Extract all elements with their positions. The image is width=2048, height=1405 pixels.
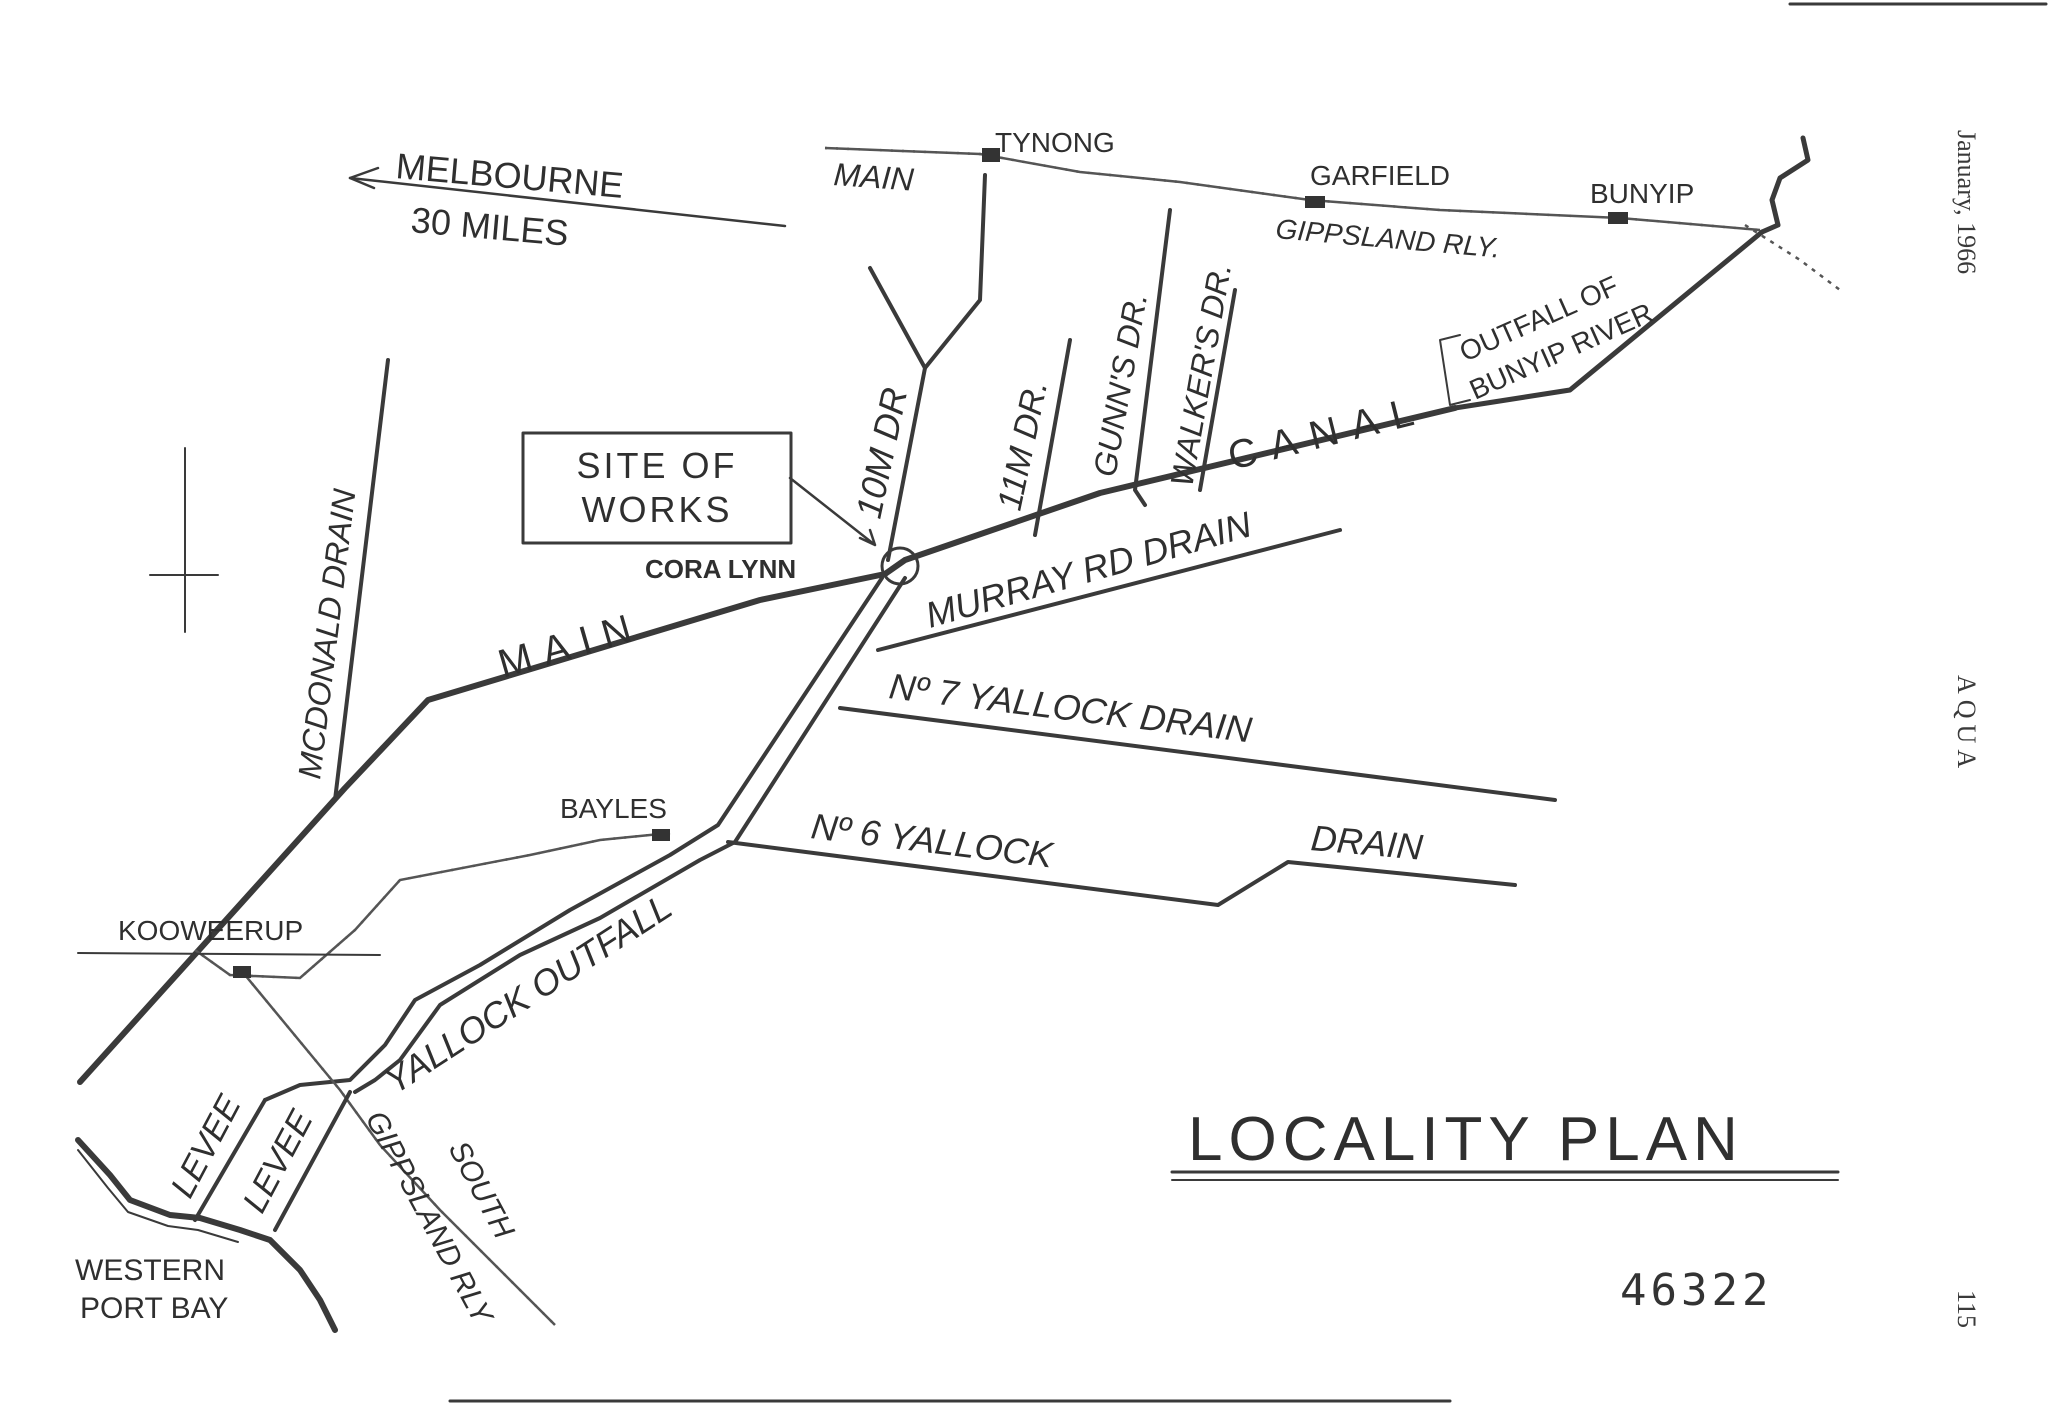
drawing-number: 46322 [1620,1265,1772,1316]
bayles-label: BAYLES [560,793,667,824]
levee-outer [193,1098,267,1222]
bunyip-station-marker [1608,212,1628,224]
no6-yallock-drain [726,840,1517,907]
western-port-line2: PORT BAY [80,1292,228,1325]
bunyip-outfall [1452,229,1765,411]
main-gippsland-railway [824,146,1841,291]
main-railway-label: MAIN [833,156,916,198]
ten-mile-drain-branch [868,266,927,370]
yallock-outfall-north-bank [263,576,884,1102]
eleven-mile-drain-label: 11M DR. [991,377,1056,514]
site-of-works-line2: WORKS [581,489,732,530]
main-canal [77,405,1458,1085]
tynong-label: TYNONG [995,127,1115,158]
no6-drain-label: DRAIN [1309,817,1425,868]
canal-label: CANAL [1224,387,1432,479]
walkers-drain [1198,288,1237,492]
levee-2-label: LEVEE [236,1104,321,1219]
western-port-coastline [75,1137,338,1333]
levee-inner [273,1090,352,1232]
south-gippsland-railway [194,829,671,1326]
western-port-line1: WESTERN [75,1254,225,1287]
murray-rd-drain-label: MURRAY RD DRAIN [921,503,1257,635]
kooweerup-label: KOOWEERUP [118,915,303,946]
site-of-works-box [521,431,793,545]
site-of-works-line1: SITE OF [576,445,737,486]
gunns-drain [1133,208,1172,507]
no6-yallock-drain-label: Nº 6 YALLOCK [809,805,1057,876]
eleven-mile-drain [1033,338,1072,537]
margin-date: January, 1966 [1952,130,1981,274]
mcdonald-drain [333,358,390,802]
walkers-drain-label: WALKER'S DR. [1163,260,1238,489]
murray-rd-drain [876,528,1342,652]
margin-page: 115 [1952,1290,1981,1328]
mcdonald-drain-label: MCDONALD DRAIN [291,486,362,781]
kooweerup-station-marker [233,966,251,978]
site-pointer-arrow [788,476,877,547]
main-canal-label: MAIN [493,604,647,687]
cora-lynn-label: CORA LYNN [645,554,796,584]
ten-mile-drain-label: 10M DR [848,384,916,522]
tynong-station-marker [982,148,1000,162]
scan-borders [149,2,2048,1403]
garfield-label: GARFIELD [1310,160,1450,191]
margin-journal: AQUA [1952,675,1981,774]
garfield-station-marker [1305,196,1325,208]
site-of-works-marker [880,546,920,586]
map-title: LOCALITY PLAN [1188,1105,1744,1174]
ten-mile-drain [886,173,987,562]
melbourne-distance-label: 30 MILES [409,199,570,254]
yallock-outfall-label: YALLOCK OUTFALL [377,886,679,1102]
melbourne-arrow [348,166,787,228]
no7-yallock-drain [838,706,1557,802]
gippsland-railway-label: GIPPSLAND RLY. [1274,213,1501,264]
gunns-drain-label: GUNN'S DR. [1086,290,1154,479]
bunyip-label: BUNYIP [1590,178,1694,209]
yallock-outfall-south-bank [353,576,907,1094]
bunyip-river [1759,135,1811,235]
bayles-station-marker [652,829,670,841]
